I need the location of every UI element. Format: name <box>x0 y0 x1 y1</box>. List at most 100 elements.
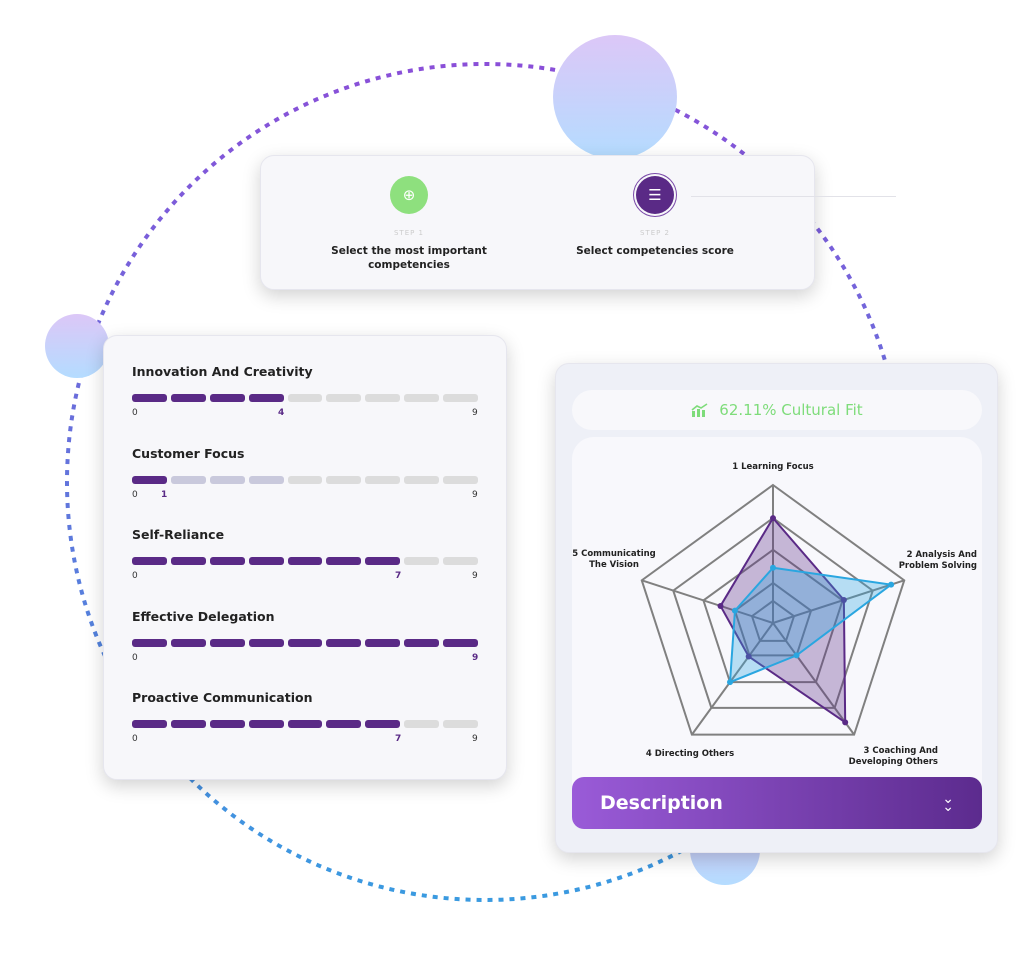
score-segment[interactable] <box>132 394 167 402</box>
score-segment[interactable] <box>443 720 479 728</box>
score-segment[interactable] <box>209 557 245 565</box>
radar-point <box>888 581 895 588</box>
score-segment[interactable] <box>209 638 245 647</box>
scale-max: 9 <box>472 489 478 500</box>
score-segment[interactable] <box>443 394 479 402</box>
score-slider[interactable] <box>132 638 479 647</box>
score-segment[interactable] <box>132 557 167 565</box>
radar-point <box>770 564 776 571</box>
axis-label-line: 3 Coaching And <box>864 746 939 756</box>
score-segment[interactable] <box>170 394 206 402</box>
scale-min: 0 <box>132 408 138 418</box>
description-label: Description <box>600 792 723 814</box>
score-segment[interactable] <box>209 394 245 402</box>
score-segment[interactable] <box>365 475 401 484</box>
competency-name: Innovation And Creativity <box>132 364 313 379</box>
axis-label-line: Developing Others <box>849 757 938 767</box>
score-segment[interactable] <box>404 638 440 647</box>
score-segment[interactable] <box>365 557 401 565</box>
score-slider[interactable] <box>132 720 479 728</box>
score-segment[interactable] <box>132 475 167 484</box>
score-segment[interactable] <box>443 557 479 565</box>
score-segment[interactable] <box>326 475 362 484</box>
double-chevron-down-icon: ⌄⌄ <box>942 791 954 815</box>
radar-point <box>842 719 849 726</box>
competency-name: Proactive Communication <box>132 690 313 705</box>
axis-label-line: 1 Learning Focus <box>732 462 814 472</box>
current-score: 7 <box>395 734 402 744</box>
score-segment[interactable] <box>248 394 284 402</box>
score-segment[interactable] <box>404 557 440 565</box>
current-score: 4 <box>278 408 285 418</box>
radar-series-blue <box>728 566 894 684</box>
score-segment[interactable] <box>365 638 401 647</box>
target-add-icon: ⊕ <box>390 176 428 214</box>
radar-point <box>731 607 738 614</box>
score-slider[interactable] <box>132 394 479 402</box>
score-segment[interactable] <box>287 475 323 484</box>
competency-name: Customer Focus <box>132 445 245 461</box>
radar-point <box>727 679 734 686</box>
description-toggle[interactable]: Description ⌄⌄ <box>572 777 982 829</box>
score-segment[interactable] <box>443 638 479 647</box>
score-segment[interactable] <box>170 720 206 728</box>
step-connector <box>691 196 896 197</box>
scale-min: 0 <box>132 652 138 663</box>
radar-point <box>745 653 752 660</box>
score-segment[interactable] <box>287 557 323 565</box>
score-segment[interactable] <box>170 557 206 565</box>
competency-name: Self-Reliance <box>132 527 225 542</box>
score-segment[interactable] <box>248 720 284 728</box>
radar-grid-ring <box>702 548 844 684</box>
step-2[interactable]: ☰ STEP 2 Select competencies score <box>545 176 765 258</box>
score-segment[interactable] <box>443 475 479 484</box>
score-segment[interactable] <box>209 720 245 728</box>
score-segment[interactable] <box>132 720 167 728</box>
axis-label-line: 4 Directing Others <box>646 749 734 759</box>
radar-axis-label: 4 Directing Others <box>646 749 734 759</box>
score-segment[interactable] <box>287 720 323 728</box>
score-segment[interactable] <box>287 394 323 402</box>
cultural-fit-badge: 62.11% Cultural Fit <box>572 390 982 430</box>
score-segment[interactable] <box>326 638 362 647</box>
score-segment[interactable] <box>287 638 323 647</box>
radar-grid-ring <box>672 516 874 709</box>
score-segment[interactable] <box>326 557 362 565</box>
radar-point <box>840 596 847 603</box>
score-segment[interactable] <box>248 557 284 565</box>
score-segment[interactable] <box>170 638 206 647</box>
radar-point <box>770 515 776 522</box>
radar-axis-label: 1 Learning Focus <box>732 462 814 472</box>
score-segment[interactable] <box>170 475 206 484</box>
step-label: STEP 2 <box>639 229 671 237</box>
score-segment[interactable] <box>248 475 284 484</box>
score-segment[interactable] <box>404 475 440 484</box>
radar-point <box>793 652 800 659</box>
score-segment[interactable] <box>132 638 167 647</box>
score-segment[interactable] <box>365 394 401 402</box>
score-segment[interactable] <box>209 475 245 484</box>
score-segment[interactable] <box>404 394 440 402</box>
score-slider[interactable] <box>132 557 479 565</box>
cultural-fit-card: 62.11% Cultural Fit 1 Learning Focus 2 An… <box>555 363 998 853</box>
score-segment[interactable] <box>248 638 284 647</box>
scale-min: 0 <box>132 571 138 581</box>
score-slider[interactable] <box>132 475 479 484</box>
score-segment[interactable] <box>326 720 362 728</box>
radar-series-purple <box>719 516 847 725</box>
score-segment[interactable] <box>326 394 362 402</box>
score-segment[interactable] <box>404 720 440 728</box>
score-segment[interactable] <box>365 720 401 728</box>
